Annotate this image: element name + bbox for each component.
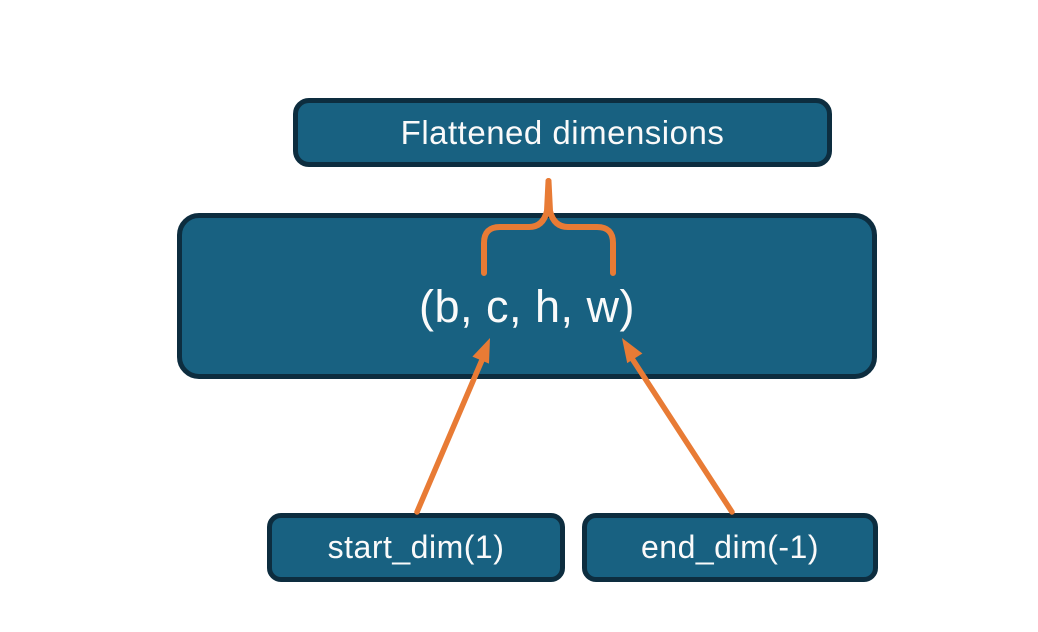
start-dim-arrow-line bbox=[414, 357, 485, 515]
end-dim-arrow-line bbox=[630, 357, 735, 515]
flattened-dimensions-box: Flattened dimensions bbox=[293, 98, 832, 167]
start-dim-box: start_dim(1) bbox=[267, 513, 565, 582]
end-dim-box: end_dim(-1) bbox=[582, 513, 878, 582]
start-dim-label: start_dim(1) bbox=[327, 529, 505, 565]
tensor-shape-box: (b, c, h, w) bbox=[177, 213, 877, 379]
tensor-shape-label: (b, c, h, w) bbox=[418, 281, 636, 332]
end-dim-label: end_dim(-1) bbox=[640, 529, 819, 565]
flattened-dimensions-label: Flattened dimensions bbox=[400, 113, 725, 151]
